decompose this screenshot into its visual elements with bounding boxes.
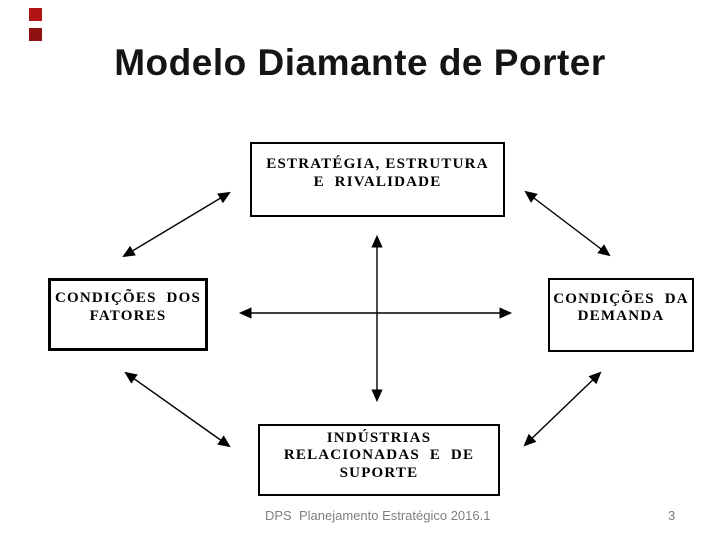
page-number: 3 <box>668 508 676 523</box>
slide-title: Modelo Diamante de Porter <box>114 42 606 83</box>
box-condicoes-dos-fatores: CONDIÇÕES DOS FATORES <box>48 278 208 351</box>
arrow-top-right-diagonal <box>524 190 611 257</box>
box-condicoes-da-demanda: CONDIÇÕES DA DEMANDA <box>548 278 694 352</box>
arrow-bottom-left-diagonal <box>124 371 231 448</box>
box-estrategia-estrutura-rivalidade: ESTRATÉGIA, ESTRUTURA E RIVALIDADE <box>250 142 505 217</box>
box-industrias-relacionadas-suporte: INDÚSTRIAS RELACIONADAS E DE SUPORTE <box>258 424 500 496</box>
decorative-red-square-bottom <box>29 28 42 41</box>
decorative-red-square-top <box>29 8 42 21</box>
arrow-bottom-right-diagonal <box>523 371 602 447</box>
footer-text: DPS Planejamento Estratégico 2016.1 <box>265 508 491 523</box>
arrow-top-left-diagonal <box>122 191 231 258</box>
